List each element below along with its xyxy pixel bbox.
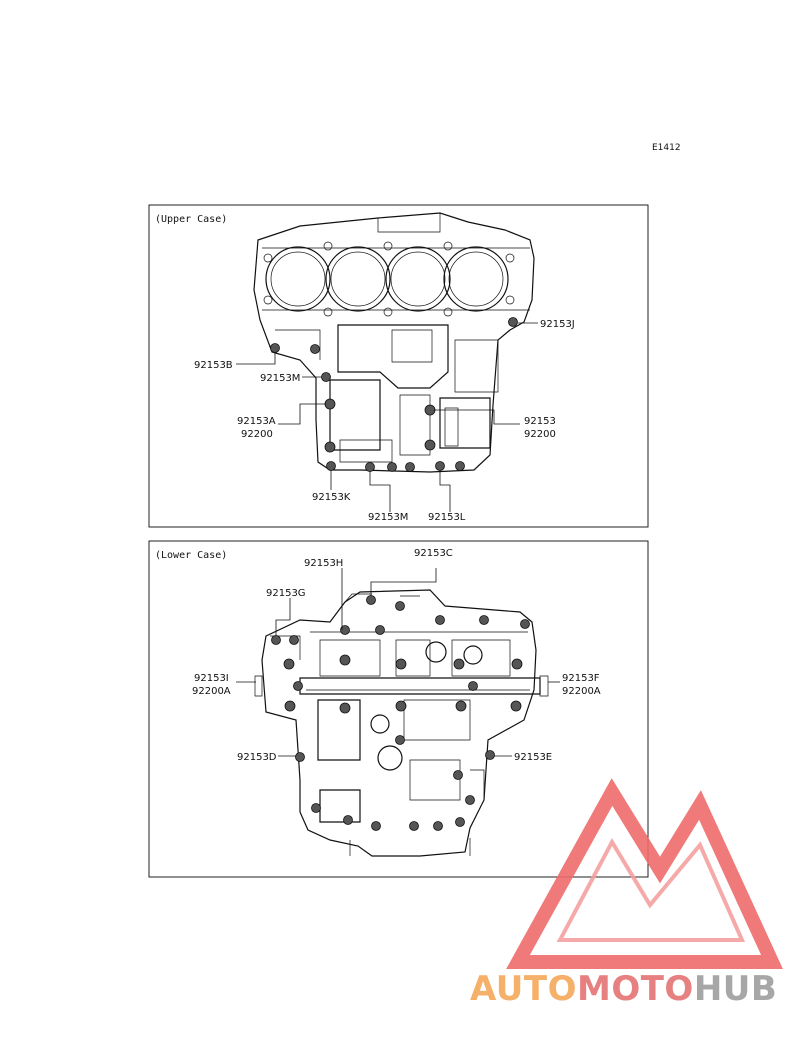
label-92200a-right: 92200A bbox=[562, 686, 601, 697]
lower-case-panel: (Lower Case) bbox=[148, 540, 649, 878]
label-92153d: 92153D bbox=[237, 752, 277, 763]
upper-case-panel: (Upper Case) bbox=[148, 204, 649, 528]
label-92153h: 92153H bbox=[304, 558, 343, 569]
upper-crankcase-drawing bbox=[253, 212, 535, 473]
label-92153l: 92153L bbox=[428, 512, 466, 523]
upper-case-title: (Upper Case) bbox=[155, 214, 227, 225]
watermark-hub: HUB bbox=[694, 969, 777, 1009]
label-92153c: 92153C bbox=[414, 548, 453, 559]
label-92153a: 92153A bbox=[237, 416, 276, 427]
label-92153: 92153 bbox=[524, 416, 556, 427]
automotohub-watermark: AUTOMOTOHUB bbox=[470, 778, 783, 1009]
label-92200-left: 92200 bbox=[241, 429, 273, 440]
watermark-triangle-inner bbox=[556, 837, 746, 942]
svg-text:AUTOMOTOHUB: AUTOMOTOHUB bbox=[470, 969, 777, 1009]
diagram-code: E1412 bbox=[652, 143, 681, 153]
label-92153e: 92153E bbox=[514, 752, 552, 763]
upper-case-frame bbox=[148, 204, 649, 528]
label-92153b: 92153B bbox=[194, 360, 233, 371]
label-92200a-left: 92200A bbox=[192, 686, 231, 697]
lower-crankcase-drawing bbox=[254, 589, 549, 857]
label-92153j: 92153J bbox=[540, 319, 575, 330]
label-92153g: 92153G bbox=[266, 588, 306, 599]
lower-leaders bbox=[236, 568, 560, 757]
lower-bolts bbox=[271, 595, 530, 831]
label-92153m-left: 92153M bbox=[260, 373, 300, 384]
label-92153f: 92153F bbox=[562, 673, 600, 684]
watermark-moto: MOTO bbox=[577, 969, 694, 1009]
upper-leaders bbox=[236, 322, 538, 512]
label-92153m-bottom: 92153M bbox=[368, 512, 408, 523]
upper-bolts bbox=[270, 317, 518, 472]
label-92200-right: 92200 bbox=[524, 429, 556, 440]
label-92153i: 92153I bbox=[194, 673, 229, 684]
lower-case-frame bbox=[148, 540, 649, 878]
watermark-triangle-outer bbox=[506, 778, 783, 969]
lower-case-title: (Lower Case) bbox=[155, 550, 227, 561]
label-92153k: 92153K bbox=[312, 492, 351, 503]
watermark-auto: AUTO bbox=[470, 969, 577, 1009]
